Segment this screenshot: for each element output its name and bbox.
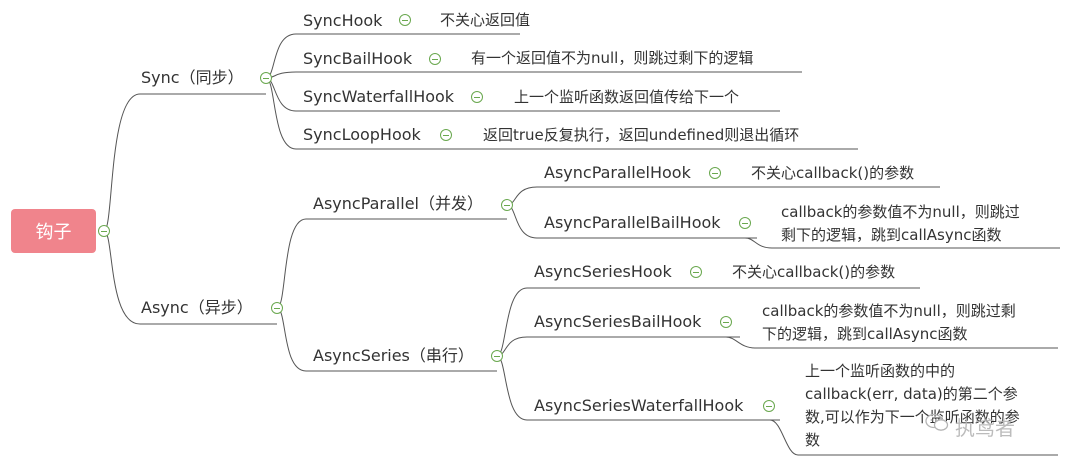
desc-asyncseriesbailhook-line1: callback的参数值不为null，则跳过剩 (762, 302, 1016, 320)
node-asyncserieswaterfallhook[interactable]: AsyncSeriesWaterfallHook (534, 396, 744, 415)
node-asyncparallelhook[interactable]: AsyncParallelHook (544, 163, 691, 182)
collapse-toggle-icon[interactable] (440, 129, 452, 141)
collapse-toggle-icon[interactable] (709, 167, 721, 179)
collapse-toggle-icon[interactable] (720, 316, 732, 328)
node-syncbailhook[interactable]: SyncBailHook (303, 49, 413, 68)
collapse-toggle-icon[interactable] (690, 266, 702, 278)
desc-asyncserieswaterfallhook-line3: 数,可以作为下一个监听函数的参 (805, 408, 1020, 426)
root-node[interactable]: 钩子 (11, 209, 96, 253)
desc-asyncserieswaterfallhook-line2: callback(err, data)的第二个参 (805, 385, 1018, 403)
branch-sync[interactable]: Sync（同步） (141, 68, 244, 87)
collapse-toggle-icon[interactable] (501, 199, 513, 211)
collapse-toggle-icon[interactable] (98, 225, 110, 237)
watermark-text: 执鸢者 (955, 416, 1015, 440)
branch-async-series[interactable]: AsyncSeries（串行） (313, 346, 474, 365)
collapse-toggle-icon[interactable] (260, 72, 272, 84)
branch-async[interactable]: Async（异步） (141, 298, 253, 317)
desc-syncloophook: 返回true反复执行，返回undefined则退出循环 (483, 126, 800, 144)
root-label: 钩子 (35, 222, 72, 243)
desc-asyncserieshook: 不关心callback()的参数 (732, 263, 896, 281)
desc-asyncserieswaterfallhook-line4: 数 (805, 431, 821, 449)
node-synchook[interactable]: SyncHook (303, 11, 383, 30)
desc-syncwaterfallhook: 上一个监听函数返回值传给下一个 (514, 88, 740, 106)
wechat-icon (925, 413, 949, 431)
desc-synchook: 不关心返回值 (440, 11, 531, 29)
collapse-toggle-icon[interactable] (739, 217, 751, 229)
collapse-toggle-icon[interactable] (471, 91, 483, 103)
node-asyncserieshook[interactable]: AsyncSeriesHook (534, 262, 672, 281)
desc-asyncparallelhook: 不关心callback()的参数 (751, 164, 915, 182)
desc-asyncseriesbailhook-line2: 下的逻辑，跳到callAsync函数 (762, 325, 968, 343)
desc-syncbailhook: 有一个返回值不为null，则跳过剩下的逻辑 (471, 49, 754, 67)
collapse-toggle-icon[interactable] (271, 302, 283, 314)
desc-asyncserieswaterfallhook-line1: 上一个监听函数的中的 (805, 362, 956, 380)
collapse-toggle-icon[interactable] (399, 14, 411, 26)
desc-asyncparallelbailhook-line1: callback的参数值不为null，则跳过 (781, 203, 1020, 221)
collapse-toggle-icon[interactable] (491, 350, 503, 362)
branch-async-parallel[interactable]: AsyncParallel（并发） (313, 194, 483, 213)
desc-asyncparallelbailhook-line2: 剩下的逻辑，跳到callAsync函数 (781, 226, 1002, 244)
node-asyncparallelbailhook[interactable]: AsyncParallelBailHook (544, 213, 721, 232)
node-syncwaterfallhook[interactable]: SyncWaterfallHook (303, 87, 455, 106)
node-synclouphook[interactable]: SyncLoopHook (303, 125, 421, 144)
collapse-toggle-icon[interactable] (429, 53, 441, 65)
node-asyncseriesbailhook[interactable]: AsyncSeriesBailHook (534, 312, 702, 331)
collapse-toggle-icon[interactable] (763, 400, 775, 412)
